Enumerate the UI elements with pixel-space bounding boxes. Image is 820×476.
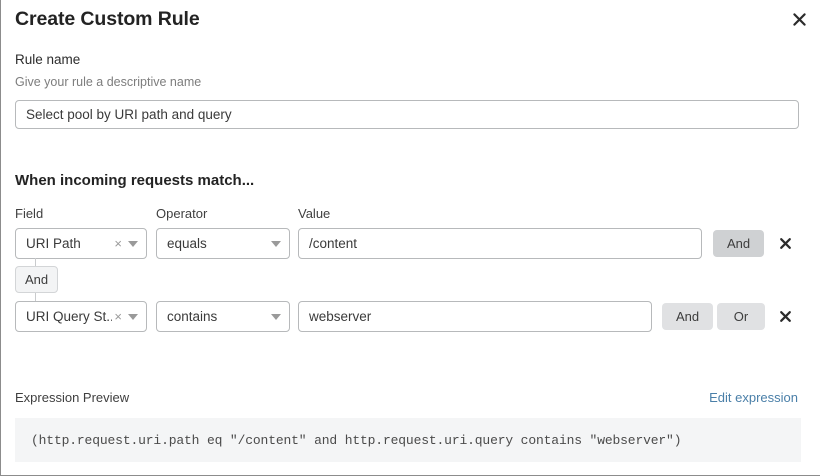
operator-select-value: equals <box>167 236 207 251</box>
condition-row: URI Query St... × contains And Or <box>1 301 820 332</box>
delete-condition-button[interactable] <box>773 231 797 255</box>
connector-line-bottom <box>35 293 36 302</box>
value-input[interactable] <box>298 228 702 259</box>
delete-condition-button[interactable] <box>773 304 797 328</box>
chevron-down-icon <box>271 313 281 320</box>
field-select-value: URI Path <box>26 236 81 251</box>
connector-and-badge[interactable]: And <box>15 266 59 293</box>
rule-name-label: Rule name <box>15 52 81 67</box>
expression-preview-label: Expression Preview <box>15 390 130 405</box>
field-select[interactable]: URI Path × <box>15 228 147 259</box>
operator-select[interactable]: equals <box>156 228 290 259</box>
rule-name-help-text: Give your rule a descriptive name <box>15 75 202 89</box>
close-icon[interactable] <box>786 6 812 32</box>
logic-and-button[interactable]: And <box>662 303 714 330</box>
value-input[interactable] <box>298 301 652 332</box>
expression-preview-text: (http.request.uri.path eq "/content" and… <box>31 432 682 448</box>
operator-select[interactable]: contains <box>156 301 290 332</box>
logic-and-button[interactable]: And <box>713 230 765 257</box>
column-header-value: Value <box>298 206 331 221</box>
column-header-operator: Operator <box>156 206 208 221</box>
condition-row: URI Path × equals And <box>1 228 820 259</box>
chevron-down-icon <box>128 240 138 247</box>
rule-name-input[interactable] <box>15 100 799 129</box>
operator-select-value: contains <box>167 309 218 324</box>
connector-line-top <box>35 258 36 267</box>
column-header-field: Field <box>15 206 44 221</box>
edit-expression-link[interactable]: Edit expression <box>709 390 798 405</box>
field-select[interactable]: URI Query St... × <box>15 301 147 332</box>
expression-preview-box: (http.request.uri.path eq "/content" and… <box>15 418 801 462</box>
clear-icon[interactable]: × <box>114 309 122 324</box>
dialog-title: Create Custom Rule <box>15 8 200 30</box>
logic-or-button[interactable]: Or <box>717 303 765 330</box>
chevron-down-icon <box>271 240 281 247</box>
field-select-value: URI Query St... <box>26 309 113 324</box>
chevron-down-icon <box>128 313 138 320</box>
condition-connector: And <box>1 258 201 302</box>
match-section-heading: When incoming requests match... <box>15 172 255 189</box>
clear-icon[interactable]: × <box>114 236 122 251</box>
